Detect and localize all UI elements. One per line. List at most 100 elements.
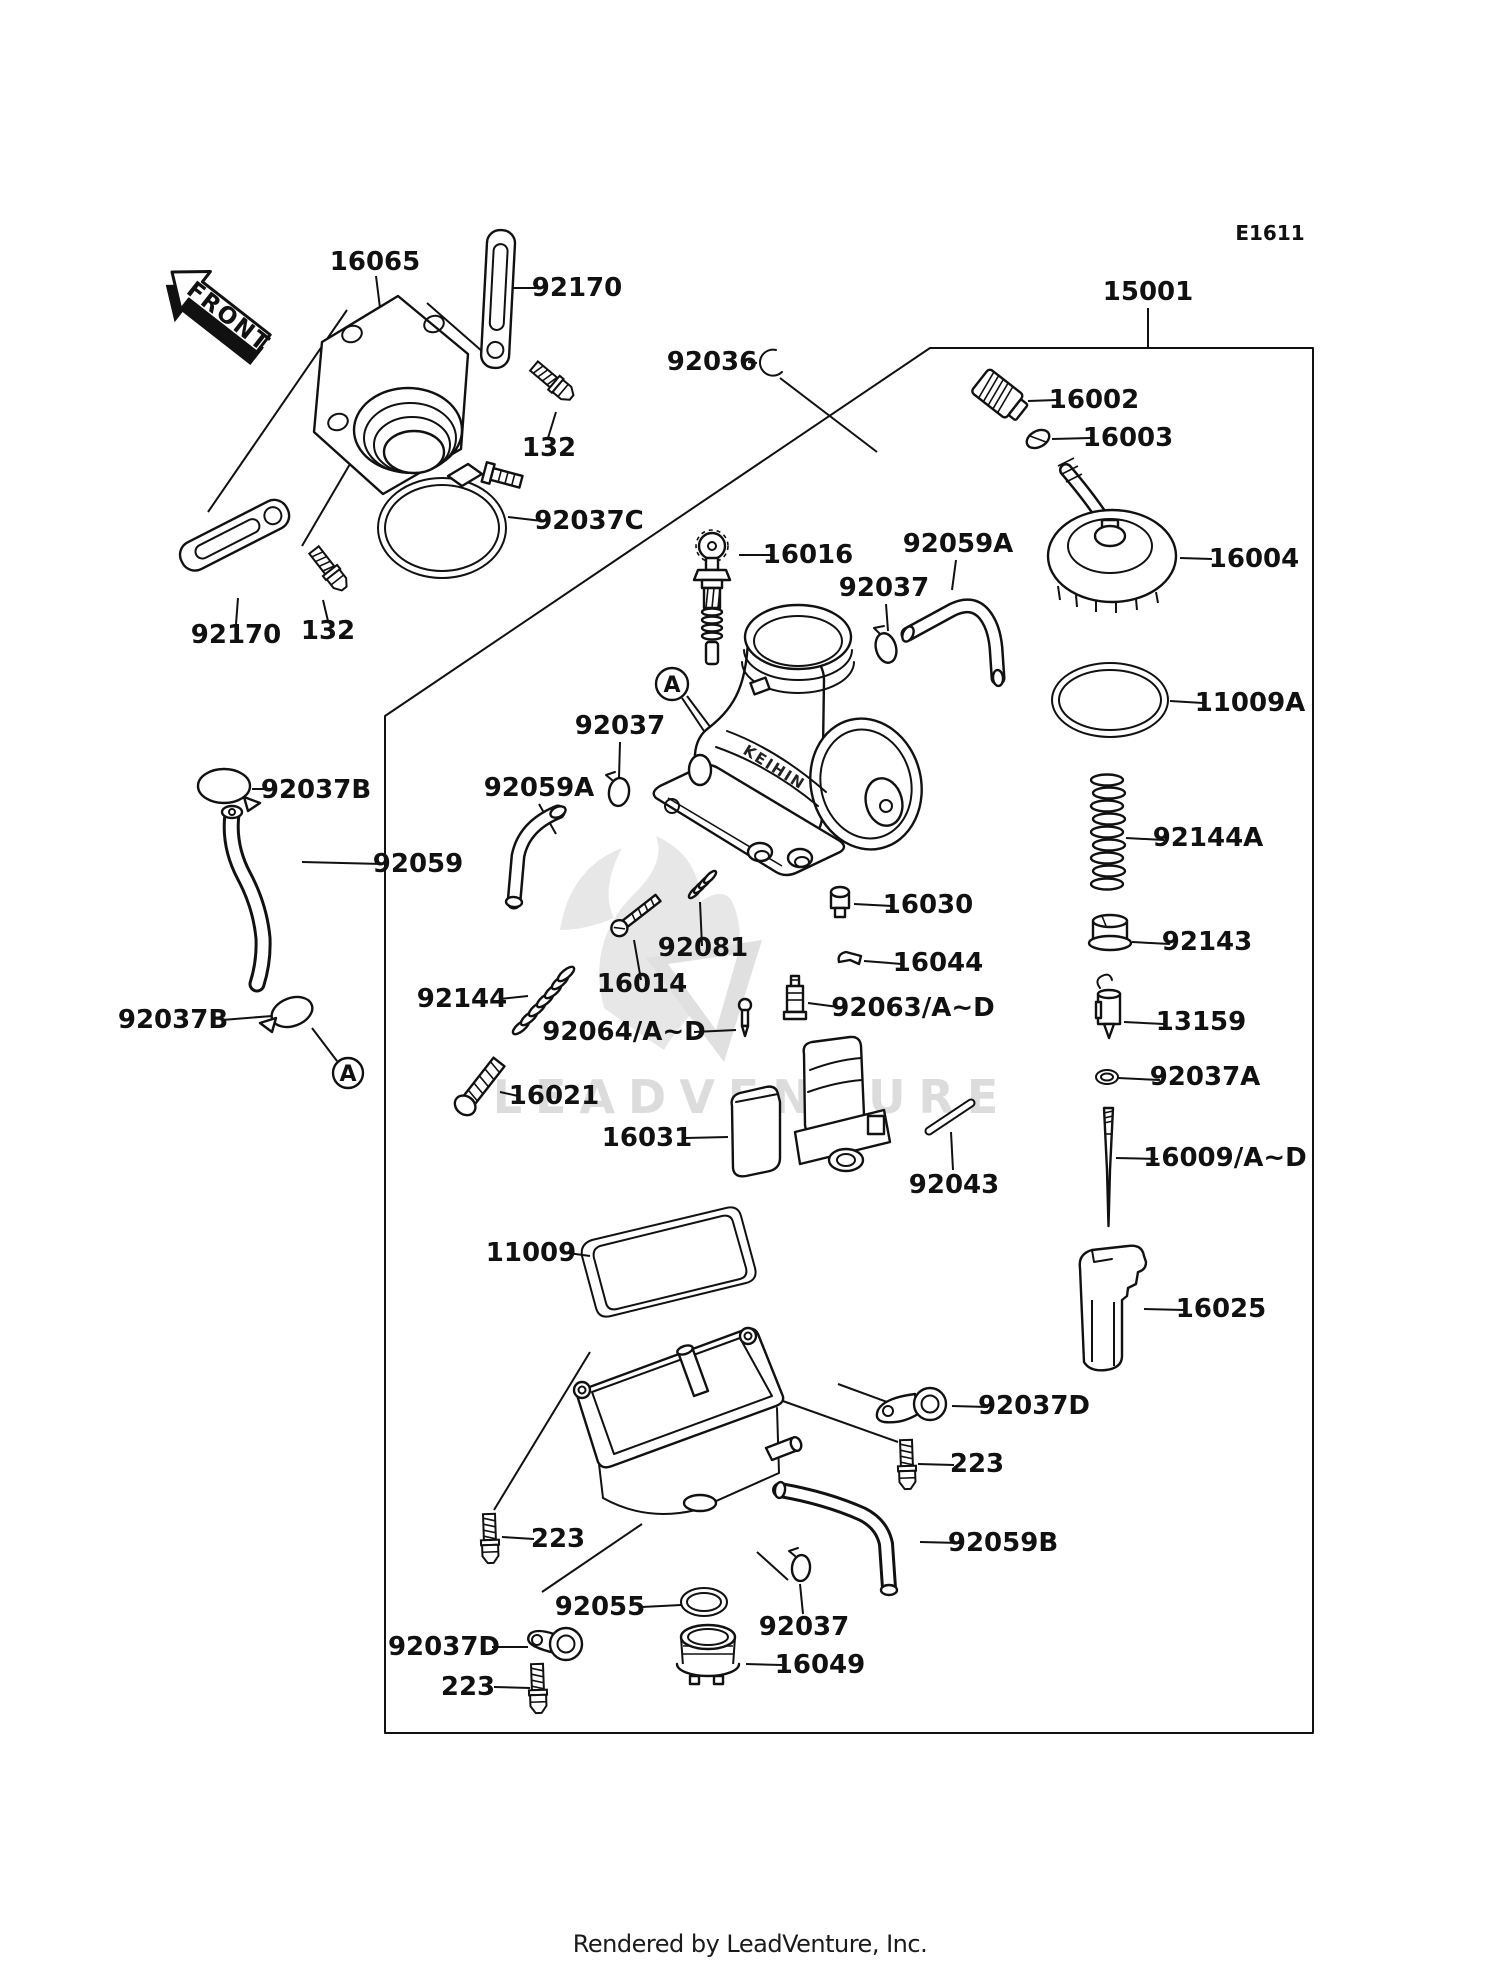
part-label-92037-left[interactable]: 92037 [575, 711, 665, 741]
part-label-92037B-top[interactable]: 92037B [261, 775, 371, 805]
part-16044-lever [837, 950, 863, 966]
part-label-16031[interactable]: 16031 [602, 1123, 692, 1153]
part-label-11009A[interactable]: 11009A [1195, 688, 1306, 718]
part-label-92037D-right[interactable]: 92037D [978, 1391, 1090, 1421]
part-92037D-bracket-right [875, 1386, 948, 1424]
leader-lines [207, 275, 1213, 1689]
part-label-92037D-bottom[interactable]: 92037D [388, 1632, 500, 1662]
part-16004-cap [1046, 457, 1178, 613]
part-label-16014[interactable]: 16014 [597, 969, 687, 999]
part-92144-spring [511, 965, 576, 1036]
watermark-logo [560, 836, 762, 1062]
part-label-16030[interactable]: 16030 [883, 890, 973, 920]
part-92043-pin [924, 1098, 976, 1136]
part-92063-jet [782, 974, 808, 1021]
part-label-16049[interactable]: 16049 [775, 1650, 865, 1680]
part-label-92059A-left[interactable]: 92059A [484, 773, 595, 803]
part-16030-plug [829, 885, 851, 919]
part-label-223-left[interactable]: 223 [531, 1524, 585, 1554]
part-label-92043[interactable]: 92043 [909, 1170, 999, 1200]
part-92037B-clip-bottom [258, 995, 314, 1034]
part-label-16025[interactable]: 16025 [1176, 1294, 1266, 1324]
part-label-92144A[interactable]: 92144A [1153, 823, 1264, 853]
part-16009-jet-needle [1102, 1106, 1115, 1228]
part-16049-drain-plug [675, 1623, 741, 1686]
part-label-223-right[interactable]: 223 [950, 1449, 1004, 1479]
part-16021-screw [453, 1056, 506, 1117]
part-label-92037-carb[interactable]: 92037 [839, 573, 929, 603]
part-92059B-hose [772, 1480, 899, 1597]
part-label-92055[interactable]: 92055 [555, 1592, 645, 1622]
part-16014-screw [610, 893, 662, 938]
part-92055-oring [680, 1587, 728, 1617]
part-label-92063[interactable]: 92063/A~D [831, 993, 994, 1023]
part-label-13159[interactable]: 13159 [1156, 1007, 1246, 1037]
part-16065-holder [312, 294, 470, 496]
part-label-92059A-right[interactable]: 92059A [903, 529, 1014, 559]
part-92037A-oring [1095, 1069, 1119, 1085]
part-92037B-clip-top [196, 767, 262, 813]
part-92036-clip [758, 348, 783, 377]
part-92143-holder [1087, 913, 1133, 952]
part-92170-strap-bottom [178, 498, 291, 572]
part-16003-clip [1025, 428, 1051, 450]
part-92081-spring [687, 869, 718, 900]
page-code: E1611 [1235, 221, 1304, 245]
part-92037-clip-left [605, 771, 631, 808]
part-92059A-hose-left [504, 804, 567, 910]
part-label-16004[interactable]: 16004 [1209, 544, 1299, 574]
part-label-132-top[interactable]: 132 [522, 433, 576, 463]
part-92037C-clamp [377, 461, 524, 579]
svg-text:A: A [339, 1062, 356, 1087]
part-number-labels: 16065 92170 132 92037C 92170 132 92036 1… [118, 247, 1307, 1702]
part-16016-air-screw [692, 529, 732, 666]
part-92059-hose [220, 804, 272, 993]
part-92170-strap-top [479, 228, 517, 370]
part-label-132-bottom[interactable]: 132 [301, 616, 355, 646]
part-label-92143[interactable]: 92143 [1162, 927, 1252, 957]
part-label-92059B[interactable]: 92059B [948, 1528, 1058, 1558]
part-16002-adjuster [971, 368, 1029, 421]
part-16031-float [730, 1035, 892, 1178]
part-label-16016[interactable]: 16016 [763, 540, 853, 570]
part-label-92036[interactable]: 92036 [667, 347, 757, 377]
part-label-92144[interactable]: 92144 [417, 984, 507, 1014]
part-label-92037-bottom[interactable]: 92037 [759, 1612, 849, 1642]
detail-marker-a-hose: A [331, 1056, 365, 1090]
part-label-92064[interactable]: 92064/A~D [542, 1017, 705, 1047]
part-label-16002[interactable]: 16002 [1049, 385, 1139, 415]
part-label-223-bottom[interactable]: 223 [441, 1672, 495, 1702]
part-92064-valve [737, 997, 753, 1038]
part-92059A-hose-right [900, 598, 1006, 688]
part-label-92037A[interactable]: 92037A [1150, 1062, 1261, 1092]
part-float-bowl [572, 1326, 803, 1515]
part-label-11009[interactable]: 11009 [486, 1238, 576, 1268]
footer-credit: Rendered by LeadVenture, Inc. [573, 1930, 927, 1958]
part-label-16021[interactable]: 16021 [509, 1081, 599, 1111]
assembly-number-label[interactable]: 15001 [1103, 277, 1193, 307]
part-92037D-bracket-bottom [527, 1626, 584, 1662]
part-label-16044[interactable]: 16044 [893, 948, 983, 978]
part-13159-float-valve [1094, 973, 1122, 1040]
svg-text:A: A [663, 673, 680, 698]
part-label-16009[interactable]: 16009/A~D [1143, 1143, 1306, 1173]
detail-marker-a-carb: A [654, 666, 690, 702]
part-label-92081[interactable]: 92081 [658, 933, 748, 963]
part-16025-throttle-slide [1078, 1244, 1148, 1372]
part-11009A-oring [1051, 662, 1169, 738]
part-label-16003[interactable]: 16003 [1083, 423, 1173, 453]
part-11009-gasket [580, 1206, 757, 1318]
part-label-92170-bottom[interactable]: 92170 [191, 620, 281, 650]
part-label-92037C[interactable]: 92037C [534, 506, 644, 536]
part-92037-clamp-carb [873, 625, 898, 664]
part-label-92059[interactable]: 92059 [373, 849, 463, 879]
diagram-frame [384, 347, 1314, 1734]
part-label-16065[interactable]: 16065 [330, 247, 420, 277]
part-label-92037B-bottom[interactable]: 92037B [118, 1005, 228, 1035]
part-92144A-spring [1089, 773, 1127, 891]
part-label-92170-top[interactable]: 92170 [532, 273, 622, 303]
part-92037-clip-bottom [788, 1547, 812, 1583]
